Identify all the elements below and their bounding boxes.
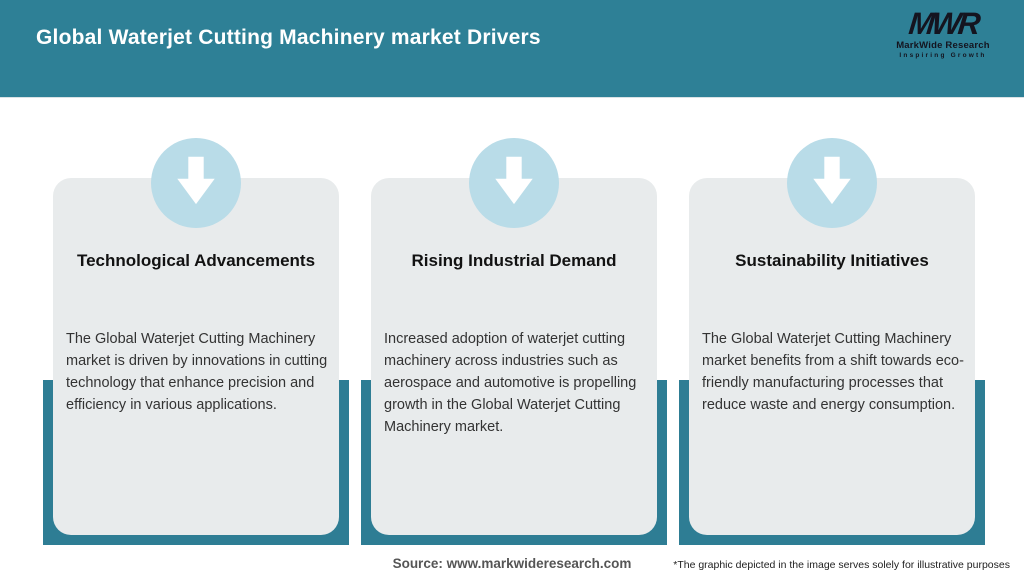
card-icon-badge: [151, 138, 241, 228]
driver-card-technological-advancements: Technological Advancements The Global Wa…: [53, 178, 339, 535]
driver-card-sustainability-initiatives: Sustainability Initiatives The Global Wa…: [689, 178, 975, 535]
card-description: The Global Waterjet Cutting Machinery ma…: [66, 331, 328, 413]
down-arrow-icon: [174, 151, 218, 216]
down-arrow-icon: [810, 151, 854, 216]
logo-name: MarkWide Research: [896, 40, 990, 51]
driver-card-rising-industrial-demand: Rising Industrial Demand Increased adopt…: [371, 178, 657, 535]
card-icon-badge: [469, 138, 559, 228]
source-credit: Source: www.markwideresearch.com: [392, 556, 632, 571]
logo-acronym: MWR: [906, 6, 980, 41]
card-title: Sustainability Initiatives: [735, 251, 929, 270]
page-title: Global Waterjet Cutting Machinery market…: [36, 26, 541, 49]
header-banner: Global Waterjet Cutting Machinery market…: [0, 0, 1024, 98]
card-description: Increased adoption of waterjet cutting m…: [384, 331, 637, 435]
card-description: The Global Waterjet Cutting Machinery ma…: [702, 331, 964, 413]
disclaimer-note: *The graphic depicted in the image serve…: [673, 559, 1010, 571]
card-icon-badge: [787, 138, 877, 228]
card-title: Rising Industrial Demand: [411, 251, 617, 270]
markwide-research-logo: MWR MarkWide Research Inspiring Growth: [878, 6, 1008, 59]
card-title: Technological Advancements: [76, 251, 316, 270]
down-arrow-icon: [492, 151, 536, 216]
logo-tagline: Inspiring Growth: [899, 51, 987, 59]
